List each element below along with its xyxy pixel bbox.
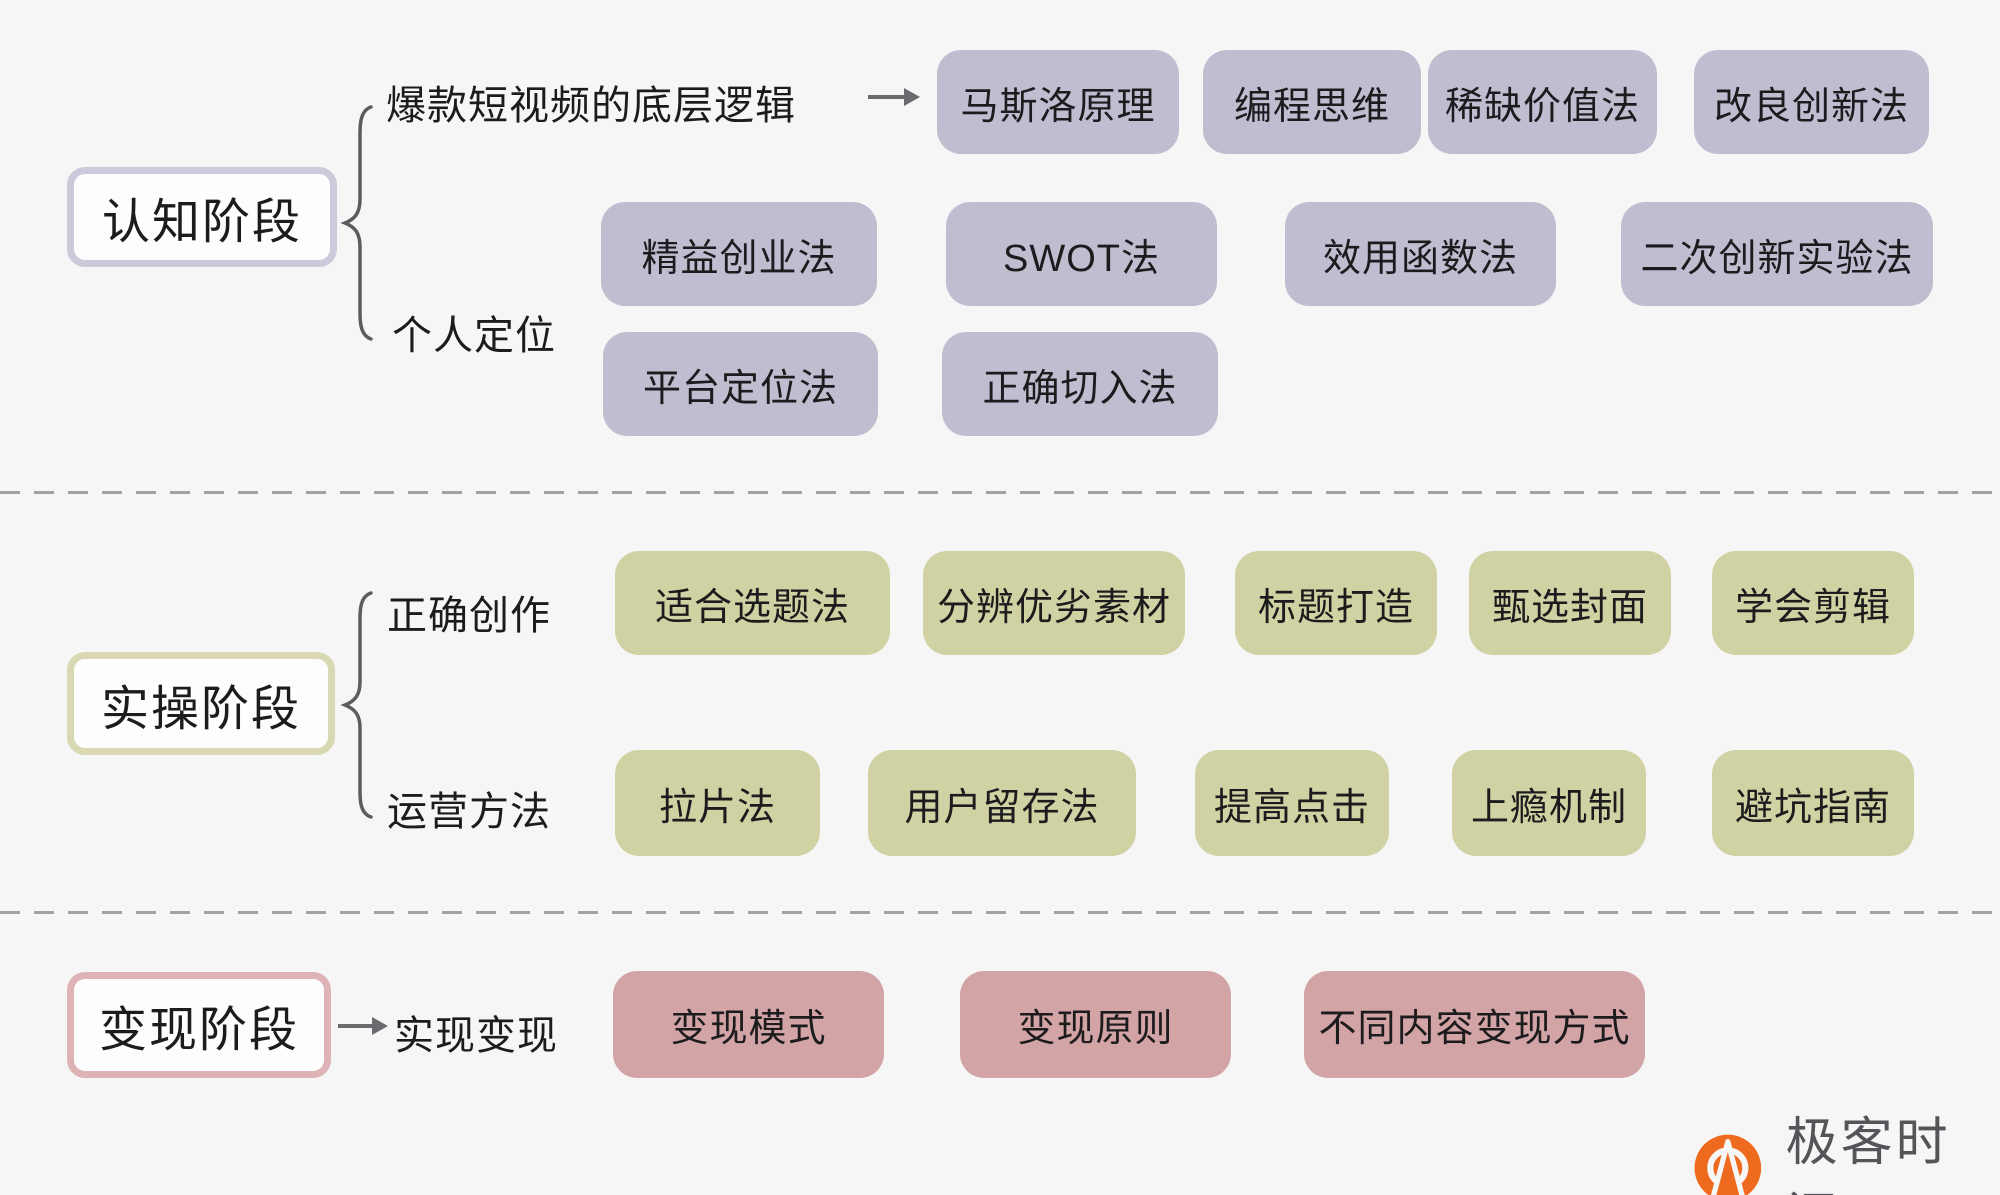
section-divider xyxy=(0,911,2000,914)
stage-box-practice: 实操阶段 xyxy=(67,652,335,755)
method-box: 精益创业法 xyxy=(601,202,877,306)
method-box: 分辨优劣素材 xyxy=(923,551,1185,655)
branch-label-correct-creation: 正确创作 xyxy=(387,594,551,638)
method-box: 变现模式 xyxy=(613,971,884,1078)
arrow-right-icon xyxy=(338,1017,388,1035)
branch-label-realize-monetization: 实现变现 xyxy=(394,1014,558,1058)
method-box: 学会剪辑 xyxy=(1712,551,1914,655)
method-box: 马斯洛原理 xyxy=(937,50,1179,154)
method-box: 拉片法 xyxy=(615,750,820,856)
method-box: 平台定位法 xyxy=(603,332,878,436)
brace-cognition-icon xyxy=(340,105,373,341)
geektime-logo-text: 极客时间 xyxy=(1785,1114,1951,1195)
method-box: 甄选封面 xyxy=(1469,551,1671,655)
method-box: 正确切入法 xyxy=(942,332,1218,436)
method-box: 避坑指南 xyxy=(1712,750,1914,856)
method-box: 不同内容变现方式 xyxy=(1304,971,1645,1078)
method-box: 稀缺价值法 xyxy=(1428,50,1657,154)
branch-label-hot-video-logic: 爆款短视频的底层逻辑 xyxy=(386,84,796,128)
stage-box-monetization: 变现阶段 xyxy=(67,972,331,1078)
method-box: 效用函数法 xyxy=(1285,202,1556,306)
branch-label-operation-methods: 运营方法 xyxy=(387,790,551,834)
method-box: 提高点击 xyxy=(1195,750,1389,856)
method-box: 编程思维 xyxy=(1203,50,1421,154)
method-box: 改良创新法 xyxy=(1694,50,1929,154)
method-box: 上瘾机制 xyxy=(1452,750,1646,856)
branch-label-personal-positioning: 个人定位 xyxy=(392,314,556,358)
method-box: SWOT法 xyxy=(946,202,1217,306)
stage-box-cognition: 认知阶段 xyxy=(67,167,337,267)
method-box: 变现原则 xyxy=(960,971,1231,1078)
geektime-logo: 极客时间 xyxy=(1684,1100,2000,1195)
method-box: 二次创新实验法 xyxy=(1621,202,1933,306)
method-box: 标题打造 xyxy=(1235,551,1437,655)
method-box: 适合选题法 xyxy=(615,551,890,655)
brace-practice-icon xyxy=(340,591,373,819)
geektime-logo-icon xyxy=(1694,1134,1762,1195)
arrow-right-icon xyxy=(868,88,920,106)
method-box: 用户留存法 xyxy=(868,750,1136,856)
section-divider xyxy=(0,491,2000,494)
